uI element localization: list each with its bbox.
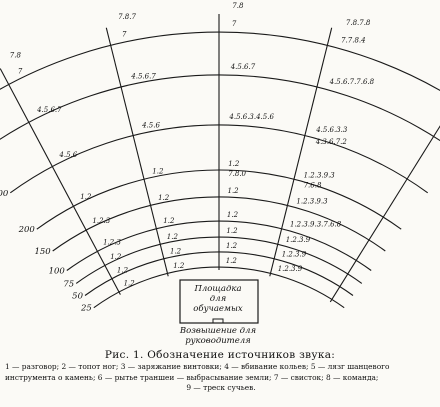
distance-label: 300 (0, 189, 9, 199)
figure-legend: 1 — разговор; 2 — топот ног; 3 — заряжан… (5, 362, 437, 394)
zone-label: 1.2 (228, 160, 240, 168)
figure-caption-title: Рис. 1. Обозначение источников звука: (104, 349, 336, 361)
zone-label: 1.2.3.9.3 (304, 171, 336, 179)
zone-label: 1.2.3 (92, 217, 110, 225)
platform-label-line1: Площадка (193, 284, 241, 294)
zone-label: 1.2 (152, 167, 164, 175)
zone-label: 7.8 (10, 52, 22, 60)
zone-label: 1.2 (124, 280, 136, 288)
zone-label: 1.2 (173, 262, 185, 270)
zone-label: 7 (122, 31, 127, 39)
zone-label: 4.5.6.3.3 (315, 126, 348, 134)
zone-label: 1.2.3.9 (282, 250, 307, 258)
platform-label-line3: обучаемых (193, 303, 243, 314)
distance-label: 100 (49, 267, 66, 277)
zone-label: 1.2.3.9.3 (296, 197, 328, 205)
distance-label: 75 (63, 279, 74, 289)
legend-line-3: 9 — треск сучьев. (186, 383, 256, 392)
zone-label: 1.2 (117, 266, 129, 274)
zone-label: 7.8.7.8 (346, 19, 371, 27)
zone-label-extra: 4.3.6.7.2 (315, 138, 348, 146)
zone-label: 1.2 (226, 242, 238, 250)
zone-label: 1.2 (170, 248, 182, 256)
distance-label: 150 (34, 247, 51, 257)
sector-rays (0, 14, 440, 303)
distance-rings (0, 31, 440, 309)
zone-label: 4.5.6.7 (36, 106, 62, 114)
zone-label: 7 (232, 20, 237, 28)
elevation-label-line2: руководителя (185, 336, 251, 345)
distance-labels: 255075100150200300400500 (0, 189, 92, 314)
zone-label-extra: 7.8.0 (228, 170, 246, 178)
zone-label: 1.2 (167, 233, 179, 241)
zone-label: 7.8.7 (118, 13, 136, 21)
zone-label-extra: 7.6.8 (304, 181, 322, 189)
zone-label: 7.7.8.4 (341, 37, 366, 45)
zone-label: 4.5.6.7 (130, 73, 156, 81)
zone-label: 7.8 (232, 2, 244, 10)
distance-ring (0, 74, 440, 142)
sector-ray (329, 125, 440, 303)
distance-label: 50 (72, 292, 83, 302)
zone-label: 1.2 (227, 211, 239, 219)
sector-ray (105, 27, 169, 277)
zone-label: 1.2 (158, 194, 170, 202)
distance-label: 200 (18, 225, 36, 235)
zone-label: 1.2 (226, 227, 238, 235)
sector-ray (0, 68, 121, 295)
zone-label: 1.2 (228, 187, 240, 195)
zone-label: 1.2 (163, 217, 175, 225)
trainee-platform: Площадка для обучаемых (179, 279, 259, 324)
platform-label-line2: для (210, 294, 227, 304)
zone-label: 1.2.3 (103, 239, 121, 247)
legend-line-2: инструмента о камень; 6 — рытье траншеи … (5, 372, 379, 382)
leader-elevation: Возвышение для руководителя (179, 326, 257, 345)
zone-label: 4.5.6.7 (230, 63, 256, 71)
zone-label: 1.2 (226, 257, 238, 265)
leader-elevation-marker (212, 318, 224, 324)
zone-label: 1.2 (80, 193, 92, 201)
sound-sources-fan-diagram: 255075100150200300400500 1.21.21.21.2.3.… (0, 2, 440, 345)
sector-ray (269, 27, 333, 277)
zone-label: 4.5.6.3.4.5.6 (228, 113, 274, 121)
zone-label: 1.2.3.9 (278, 265, 303, 273)
elevation-label-line1: Возвышение для (179, 326, 257, 336)
zone-label: 1.2.3.9.3.7.6.8 (290, 221, 342, 229)
legend-line-1: 1 — разговор; 2 — топот ног; 3 — заряжан… (5, 362, 390, 371)
zone-label: 4.5.6 (141, 122, 160, 130)
zone-label: 4.5.6.7.7.6.8 (329, 78, 375, 86)
zone-label: 1.2.3.9 (286, 236, 311, 244)
zone-labels: 1.2 1.2 1.2 1.2.3.9 1.2 1.2 1.2 1.2.3.9 1.2 1.2 1.… (10, 2, 375, 288)
zone-label: 4.5.6 (58, 151, 77, 159)
distance-label: 25 (80, 304, 92, 314)
zone-label: 7 (18, 68, 23, 76)
zone-label: 1.2 (110, 253, 122, 261)
